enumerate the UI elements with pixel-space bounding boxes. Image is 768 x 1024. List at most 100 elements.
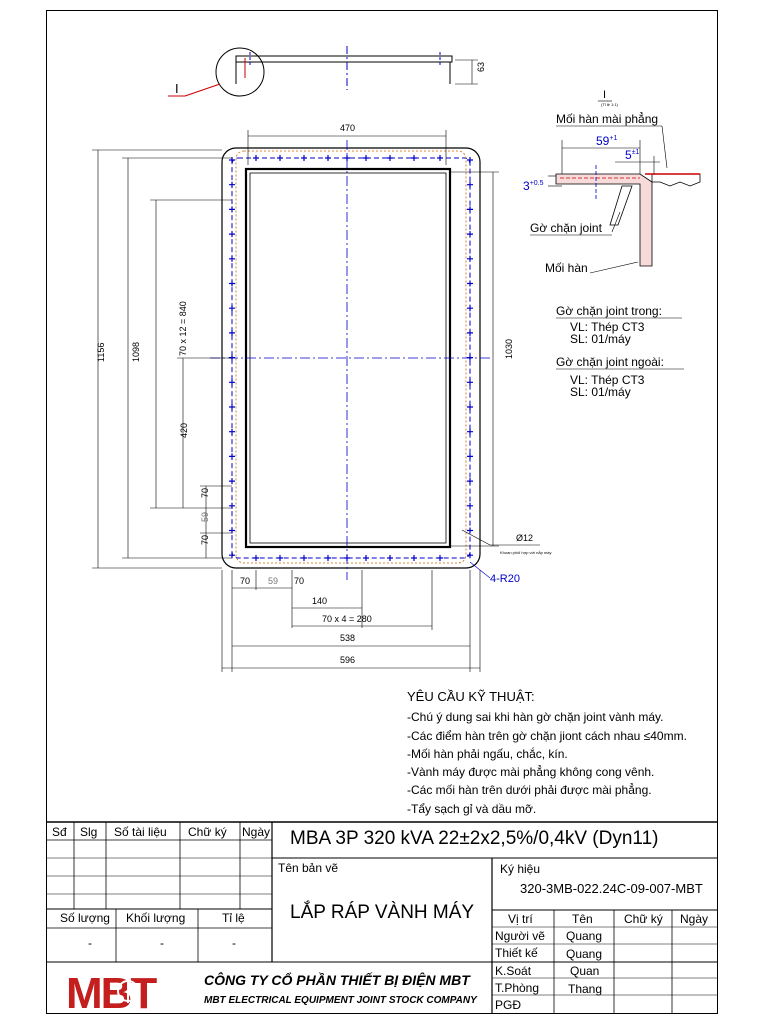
radius-dim: 4-R20 <box>490 573 520 585</box>
bolt-hole <box>467 231 473 238</box>
bolt-hole <box>229 527 235 534</box>
dim-70d: 70 <box>294 576 304 586</box>
dim-5-detail: 5±1 <box>625 148 640 162</box>
dim-470: 470 <box>340 123 355 133</box>
bolt-hole <box>277 155 283 161</box>
bolt-hole <box>437 155 443 161</box>
outer-joint-title: Gờ chặn joint ngoài: <box>556 355 664 369</box>
detail-marker: I <box>175 81 179 96</box>
dim-70x12: 70 x 12 = 840 <box>178 301 188 356</box>
hole-dim: Ø12 <box>516 533 533 543</box>
bolt-hole <box>467 280 473 287</box>
bolt-hole <box>467 157 473 163</box>
hole-note: Khoan phối hợp với nắp máy <box>500 550 552 555</box>
bolt-hole <box>467 453 473 460</box>
scale-header: Tỉ lệ <box>222 911 245 925</box>
dim-596: 596 <box>340 655 355 665</box>
bolt-hole <box>229 181 235 188</box>
sign-header-date: Ngày <box>680 912 709 926</box>
dim-59b: 59 <box>268 576 278 586</box>
bolt-hole <box>467 181 473 188</box>
weight-value: - <box>160 936 164 950</box>
requirements-title: YÊU CẦU KỸ THUẬT: <box>407 689 535 704</box>
role-head: T.Phòng <box>495 981 540 995</box>
side-view: 63 I <box>168 46 486 97</box>
bolt-hole <box>387 555 393 561</box>
bolt-hole <box>467 255 473 262</box>
detail-view: I (Tỉ lệ 1:1) Mối hàn mài phẳng 59+1 5±1… <box>523 89 701 275</box>
dim-59-detail: 59+1 <box>596 134 617 148</box>
rev-header-doc: Số tài liệu <box>114 825 167 839</box>
bolt-hole <box>229 379 235 386</box>
detail-scale: (Tỉ lệ 1:1) <box>601 102 619 107</box>
bolt-hole <box>229 206 235 213</box>
bolt-holes <box>229 155 473 561</box>
requirement-item: -Các điểm hàn trên gờ chặn jiont cách nh… <box>407 728 687 743</box>
bolt-hole <box>229 404 235 410</box>
qty-header: Số lượng <box>60 911 110 925</box>
bolt-hole <box>467 379 473 386</box>
role-drawer: Người vẽ <box>495 929 545 943</box>
bolt-hole <box>344 555 350 561</box>
dim-1098: 1098 <box>131 342 141 362</box>
name-drawer: Quang <box>566 929 603 943</box>
weld-ground-label: Mối hàn mài phẳng <box>556 111 658 126</box>
rev-header-date: Ngày <box>242 825 271 839</box>
product-title: MBA 3P 320 kVA 22±2x2,5%/0,4kV (Dyn11) <box>290 828 659 849</box>
bolt-hole <box>467 502 473 509</box>
dim-3-detail: 3+0.5 <box>523 179 544 193</box>
bolt-hole <box>411 555 417 561</box>
sign-header-position: Vị trí <box>508 912 533 926</box>
bolt-hole <box>411 155 417 161</box>
company-name-vn: CÔNG TY CỔ PHẦN THIẾT BỊ ĐIỆN MBT <box>204 972 470 988</box>
dim-140: 140 <box>312 596 327 606</box>
bolt-hole <box>467 428 473 435</box>
requirement-item: -Tẩy sạch gỉ và dầu mỡ. <box>407 801 537 816</box>
dim-1030: 1030 <box>504 339 514 359</box>
bolt-hole <box>229 552 235 559</box>
bolt-hole <box>229 478 235 485</box>
name-checker: Quan <box>570 964 600 978</box>
dim-70a: 70 <box>200 488 210 498</box>
bolt-hole <box>277 555 283 561</box>
bolt-hole <box>467 329 473 336</box>
bolt-hole <box>253 555 259 561</box>
role-checker: K.Soát <box>495 964 532 978</box>
technical-requirements: YÊU CẦU KỸ THUẬT: -Chú ý dung sai khi hà… <box>407 688 687 818</box>
bolt-hole <box>301 155 307 161</box>
rev-header-sign: Chữ ký <box>188 825 227 839</box>
plan-view <box>210 140 490 580</box>
qty-value: - <box>88 936 92 950</box>
bolt-hole <box>467 552 473 559</box>
bolt-hole <box>437 555 443 561</box>
inner-joint-material: VL: Thép CT3 <box>570 320 645 334</box>
drawing-frame <box>46 10 718 1014</box>
company-name-en: MBT ELECTRICAL EQUIPMENT JOINT STOCK COM… <box>204 995 477 1006</box>
name-head: Thang <box>568 982 603 996</box>
bolt-hole <box>229 280 235 287</box>
mbt-logo: MBT <box>66 969 159 1018</box>
bolt-hole <box>301 555 307 561</box>
materials-notes: Gờ chặn joint trong: VL: Thép CT3 SL: 01… <box>556 304 684 399</box>
role-designer: Thiết kế <box>495 946 538 960</box>
bolt-hole <box>467 404 473 410</box>
title-block-grid <box>46 821 718 1014</box>
dimensions: 470 1156 1098 70 x 12 = 840 420 70 59 70… <box>92 123 552 672</box>
outer-joint-material: VL: Thép CT3 <box>570 373 645 387</box>
joint-label: Gờ chặn joint <box>530 221 603 235</box>
dim-70b: 70 <box>200 535 210 545</box>
bolt-hole <box>229 305 235 312</box>
bolt-hole <box>229 231 235 238</box>
bolt-hole <box>229 255 235 262</box>
bolt-hole <box>363 155 369 161</box>
dim-420: 420 <box>179 423 189 438</box>
inner-joint-qty: SL: 01/máy <box>570 332 631 346</box>
role-deputy: PGĐ <box>495 998 522 1012</box>
requirement-item: -Các mối hàn trên dưới phải được mài phẳ… <box>407 783 652 798</box>
detail-title: I <box>603 89 606 101</box>
dim-63: 63 <box>476 62 486 72</box>
bolt-hole <box>467 478 473 485</box>
dim-70c: 70 <box>240 576 250 586</box>
bolt-hole <box>229 354 235 361</box>
drawing-name: LẮP RÁP VÀNH MÁY <box>290 902 475 923</box>
